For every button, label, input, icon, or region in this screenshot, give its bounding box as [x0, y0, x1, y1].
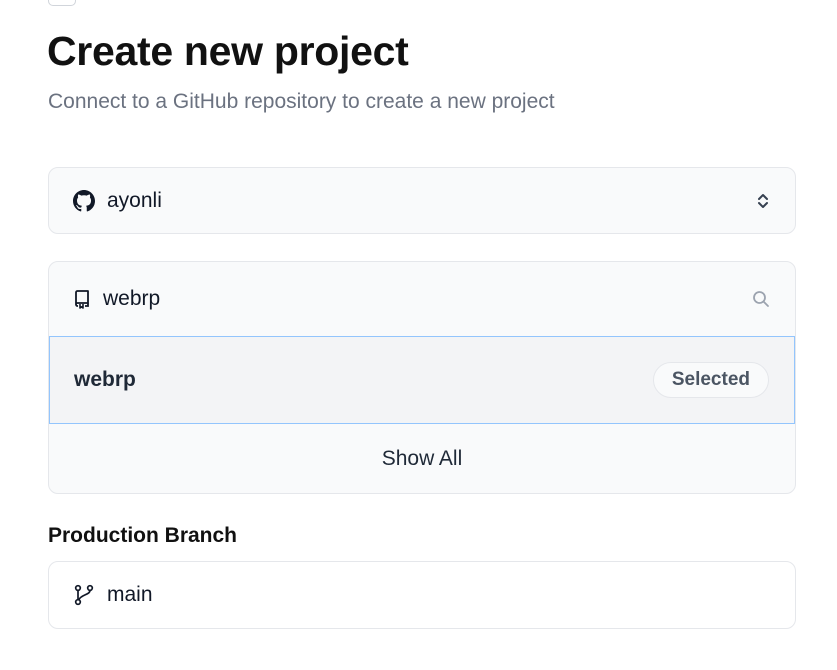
show-all-button[interactable]: Show All: [381, 447, 463, 470]
production-branch-field[interactable]: [48, 561, 796, 629]
account-select-value: ayonli: [107, 188, 162, 212]
repository-picker: webrp Selected Show All: [48, 261, 796, 494]
top-control-edge[interactable]: [48, 0, 76, 6]
search-icon[interactable]: [751, 289, 771, 309]
github-account-select[interactable]: ayonli: [48, 167, 796, 234]
production-branch-label: Production Branch: [48, 524, 238, 547]
github-icon: [73, 189, 95, 212]
page-subtitle: Connect to a GitHub repository to create…: [48, 90, 555, 113]
repo-icon: [73, 288, 93, 310]
repo-result-name: webrp: [74, 368, 136, 391]
production-branch-input[interactable]: [107, 583, 771, 607]
selected-badge: Selected: [652, 362, 769, 398]
chevron-up-down-icon: [755, 190, 771, 212]
repo-search-input[interactable]: [103, 287, 751, 311]
repo-search-bar: [49, 262, 795, 336]
git-branch-icon: [73, 584, 95, 606]
page-title: Create new project: [47, 28, 409, 74]
repo-result-item[interactable]: webrp Selected: [49, 336, 795, 424]
